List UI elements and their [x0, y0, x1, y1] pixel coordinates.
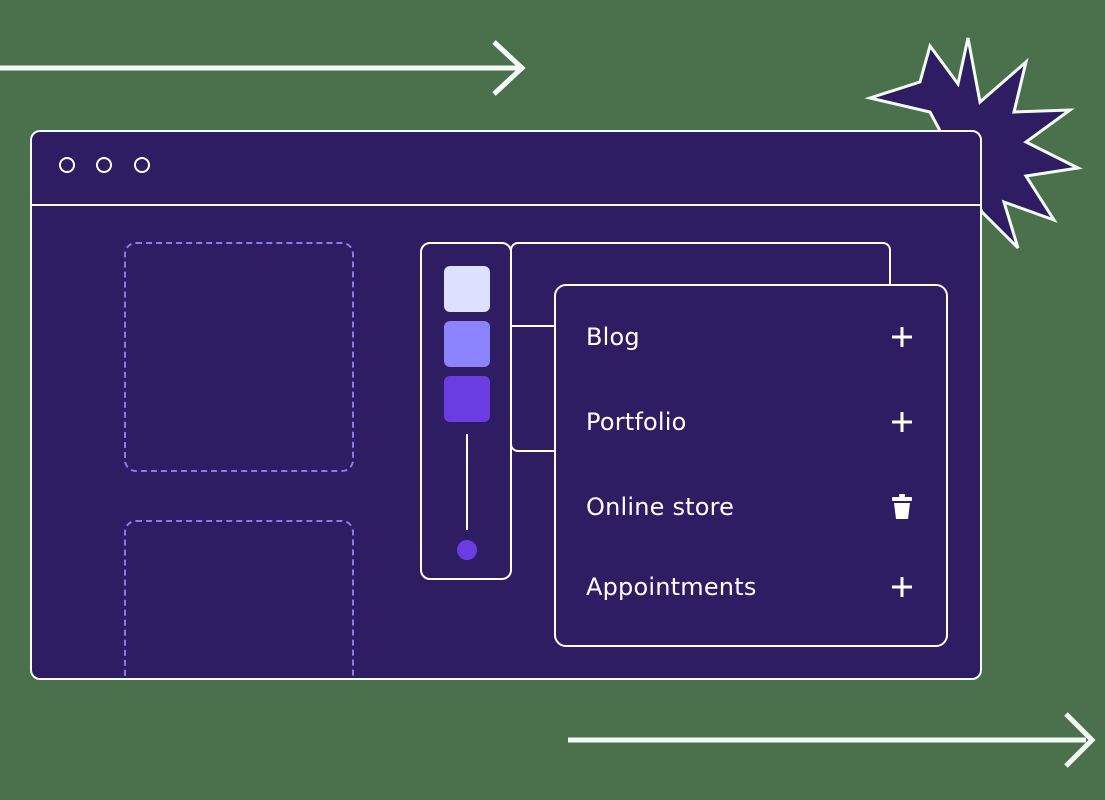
- menu-item-blog[interactable]: Blog: [586, 319, 916, 355]
- circle-icon[interactable]: [59, 157, 75, 173]
- color-palette: [420, 242, 512, 580]
- menu-item-label: Online store: [586, 493, 735, 521]
- connector-line: [510, 325, 555, 327]
- slider-handle[interactable]: [457, 540, 477, 560]
- menu-item-appointments[interactable]: Appointments: [586, 569, 916, 605]
- menu-item-label: Portfolio: [586, 408, 687, 436]
- circle-icon[interactable]: [96, 157, 112, 173]
- color-swatch[interactable]: [444, 376, 490, 422]
- page-type-menu: Blog Portfolio Online store Appointments: [554, 284, 948, 647]
- trash-icon[interactable]: [888, 493, 916, 521]
- slider-track[interactable]: [466, 434, 468, 530]
- circle-icon[interactable]: [134, 157, 150, 173]
- plus-icon[interactable]: [888, 408, 916, 436]
- chevron-right-icon: [1064, 712, 1096, 768]
- plus-icon[interactable]: [888, 323, 916, 351]
- window-titlebar: [32, 132, 980, 206]
- content-placeholder: [124, 242, 354, 472]
- menu-item-online-store[interactable]: Online store: [586, 489, 916, 525]
- browser-window: Blog Portfolio Online store Appointments: [30, 130, 982, 680]
- color-swatch[interactable]: [444, 321, 490, 367]
- chevron-right-icon: [492, 40, 526, 96]
- menu-item-label: Blog: [586, 323, 640, 351]
- color-swatch[interactable]: [444, 266, 490, 312]
- menu-item-portfolio[interactable]: Portfolio: [586, 404, 916, 440]
- plus-icon[interactable]: [888, 573, 916, 601]
- content-placeholder: [124, 520, 354, 678]
- menu-item-label: Appointments: [586, 573, 757, 601]
